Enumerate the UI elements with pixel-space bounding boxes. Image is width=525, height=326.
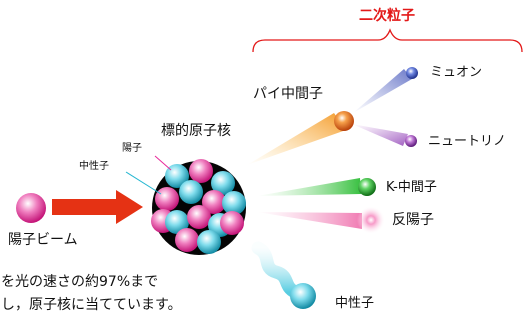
secondary-particles-bracket: [252, 28, 523, 53]
neutron-label-nucleus: 中性子: [79, 161, 109, 172]
caption-line-1: を光の速さの約97%まで: [1, 274, 159, 290]
kaon-particle: [358, 178, 376, 196]
nucleon-proton: [175, 228, 199, 252]
nucleon-neutron: [197, 230, 221, 254]
nucleon-neutron: [179, 180, 203, 204]
pion-particle: [334, 111, 354, 131]
neutron-trail: [251, 241, 302, 299]
muon-particle: [406, 67, 418, 79]
antiproton-trail: [257, 212, 362, 229]
antiproton-label: 反陽子: [392, 212, 434, 228]
nucleons-group: [151, 159, 246, 254]
neutrino-particle: [405, 135, 417, 147]
nucleon-neutron: [165, 210, 189, 234]
nucleon-proton: [187, 205, 211, 229]
nucleon-proton: [189, 159, 213, 183]
proton-callout-line: [154, 155, 172, 171]
proton-beam-label: 陽子ビーム: [8, 232, 78, 248]
target-nucleus-label: 標的原子核: [161, 123, 231, 139]
nucleon-neutron: [211, 171, 235, 195]
proton-label: 陽子: [122, 143, 142, 154]
nucleon-neutron: [222, 191, 246, 215]
neutron-callout-line: [125, 171, 162, 195]
kaon-trail: [257, 178, 361, 196]
beam-arrow: [52, 190, 143, 224]
nucleon-proton: [220, 211, 244, 235]
neutrino-label: ニュートリノ: [428, 134, 507, 149]
pion-label: パイ中間子: [253, 86, 323, 102]
nucleon-proton: [202, 190, 226, 214]
kaon-label: K-中間子: [386, 180, 437, 195]
caption-line-2: し，原子核に当てています。: [1, 297, 182, 313]
secondary-particles-title: 二次粒子: [359, 8, 415, 24]
muon-label: ミュオン: [430, 65, 483, 80]
neutrino-trail: [352, 124, 408, 146]
muon-trail: [353, 69, 412, 113]
outgoing-neutron-particle: [290, 283, 316, 309]
nucleon-proton: [155, 187, 179, 211]
antiproton-particle: [357, 206, 385, 234]
neutron-label: 中性子: [335, 296, 375, 311]
pion-trail: [247, 113, 346, 165]
beam-proton-particle: [16, 193, 46, 223]
